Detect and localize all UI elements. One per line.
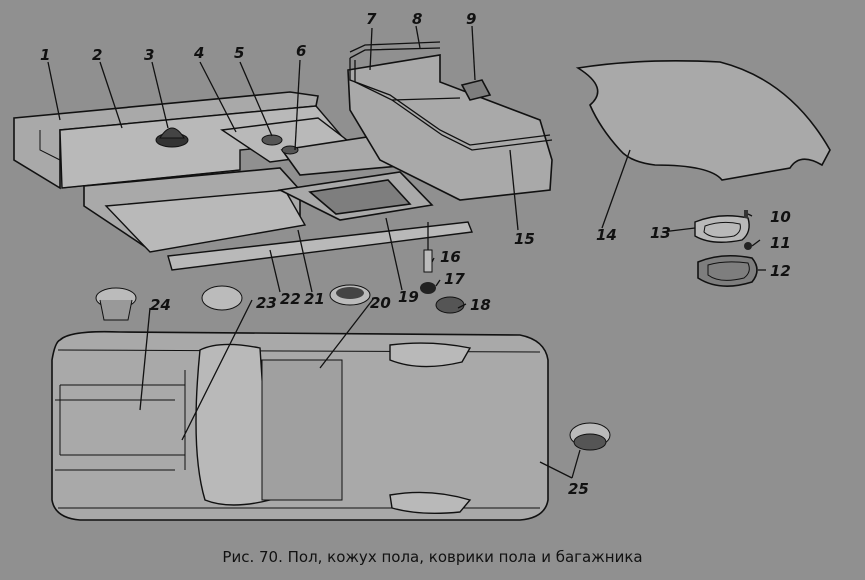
gear-lever-boot [155, 127, 189, 148]
callout-labels: 1 2 3 4 5 6 7 8 9 10 11 12 13 14 15 16 1… [40, 10, 791, 498]
callout-1: 1 [40, 46, 50, 64]
callout-6: 6 [296, 42, 306, 60]
callout-16: 16 [440, 248, 461, 266]
plug-23 [201, 285, 243, 311]
callout-9: 9 [466, 10, 476, 28]
floor-pan [51, 330, 549, 521]
callout-7: 7 [366, 10, 377, 28]
nut-17 [420, 282, 436, 294]
callout-18: 18 [470, 296, 491, 314]
figure-caption: Рис. 70. Пол, кожух пола, коврики пола и… [222, 548, 643, 566]
gasket-12 [697, 254, 758, 287]
plug-20 [329, 284, 371, 306]
callout-8: 8 [412, 10, 422, 28]
callout-5: 5 [234, 44, 244, 62]
callout-24: 24 [150, 296, 171, 314]
plug-24 [95, 287, 137, 321]
callout-25: 25 [568, 480, 589, 498]
trunk-mat [575, 60, 831, 181]
callout-22: 22 [280, 290, 301, 308]
callout-11: 11 [770, 234, 791, 252]
callout-21: 21 [304, 290, 325, 308]
callout-4: 4 [193, 44, 204, 62]
trunk-frame [277, 171, 434, 221]
screw-10 [744, 210, 748, 218]
callout-10: 10 [770, 208, 791, 226]
rear-floor-mat [83, 167, 473, 271]
gasket-13 [694, 215, 750, 243]
callout-19: 19 [398, 288, 419, 306]
trunk-panel [347, 41, 553, 201]
callout-13: 13 [650, 224, 671, 242]
leader-lines [47, 25, 766, 479]
callout-20: 20 [370, 294, 391, 312]
callout-23: 23 [256, 294, 277, 312]
callout-3: 3 [144, 46, 154, 64]
plug-25 [569, 422, 611, 451]
plug-18 [435, 296, 465, 314]
nut-11 [744, 242, 752, 250]
callout-12: 12 [770, 262, 791, 280]
callout-17: 17 [444, 270, 465, 288]
callout-14: 14 [596, 226, 617, 244]
callout-15: 15 [514, 230, 535, 248]
callout-2: 2 [92, 46, 102, 64]
